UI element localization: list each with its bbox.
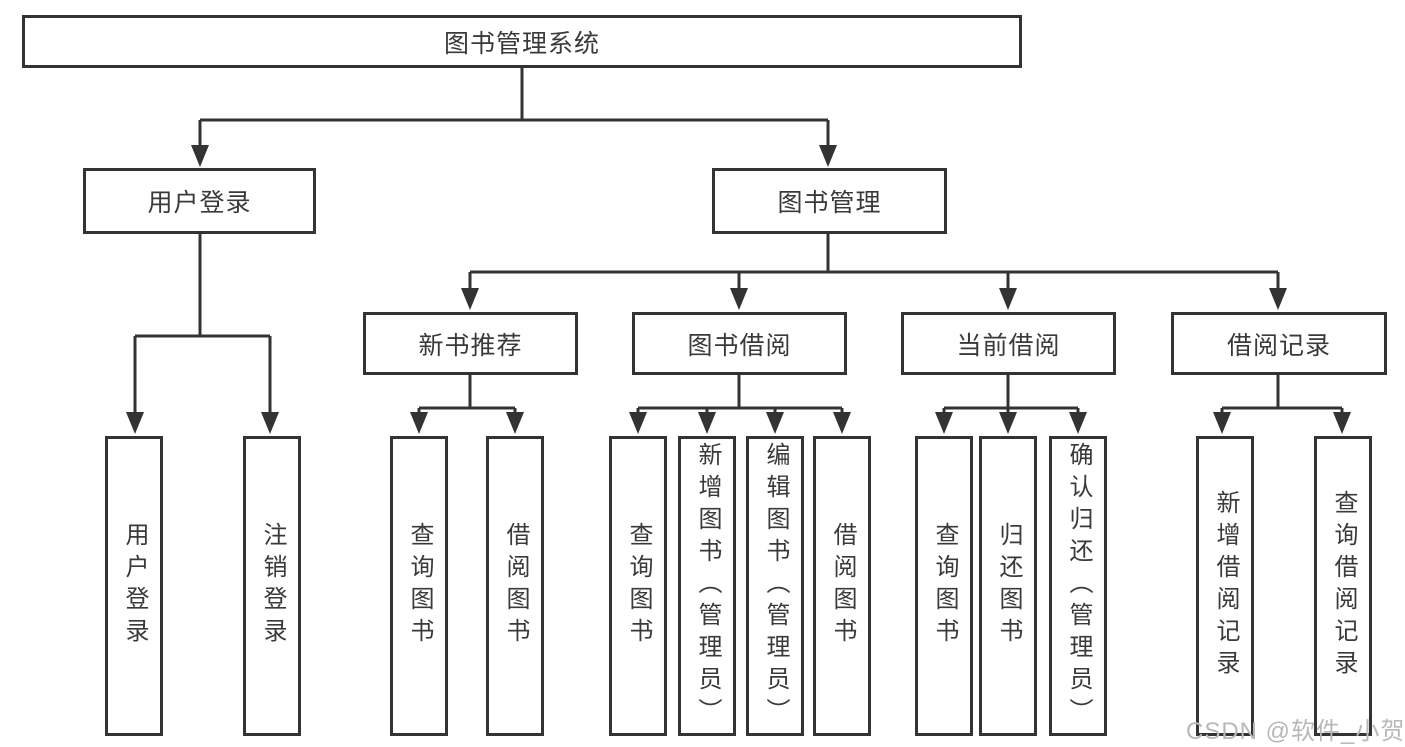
csdn-watermark: CSDN @软件_小贺同学 bbox=[1186, 718, 1405, 745]
leaf-logout-label: 注销登录 bbox=[259, 522, 286, 650]
leaf-query-borrow-record-label: 查询借阅记录 bbox=[1330, 490, 1357, 682]
leaf-query-books-borrow: 查询图书 bbox=[609, 436, 667, 736]
leaf-query-borrow-record: 查询借阅记录 bbox=[1314, 436, 1372, 736]
leaf-return-books: 归还图书 bbox=[979, 436, 1037, 736]
leaf-borrow-books-label: 借阅图书 bbox=[829, 522, 856, 650]
leaf-query-books-borrow-label: 查询图书 bbox=[625, 522, 652, 650]
leaf-add-borrow-record-label: 新增借阅记录 bbox=[1212, 490, 1239, 682]
node-user-login-label: 用户登录 bbox=[147, 189, 252, 217]
node-book-borrow-label: 图书借阅 bbox=[687, 331, 792, 360]
node-new-book-recommend: 新书推荐 bbox=[363, 312, 578, 375]
leaf-add-borrow-record: 新增借阅记录 bbox=[1196, 436, 1254, 736]
node-new-book-recommend-label: 新书推荐 bbox=[418, 331, 523, 360]
node-root-system: 图书管理系统 bbox=[22, 15, 1022, 68]
leaf-edit-book-admin-label: 编辑图书（管理员） bbox=[762, 442, 789, 730]
leaf-confirm-return-admin: 确认归还（管理员） bbox=[1049, 436, 1107, 736]
arrowheads bbox=[126, 145, 1351, 434]
node-current-borrow: 当前借阅 bbox=[901, 312, 1116, 375]
leaf-query-books-recommend: 查询图书 bbox=[390, 436, 448, 736]
node-root-system-label: 图书管理系统 bbox=[443, 29, 600, 58]
leaf-borrow-books-recommend-label: 借阅图书 bbox=[502, 522, 529, 650]
leaf-user-login: 用户登录 bbox=[105, 436, 163, 736]
leaf-query-books-current: 查询图书 bbox=[915, 436, 973, 736]
node-user-login: 用户登录 bbox=[83, 168, 316, 234]
node-book-management: 图书管理 bbox=[712, 168, 947, 234]
leaf-return-books-label: 归还图书 bbox=[995, 522, 1022, 650]
leaf-borrow-books: 借阅图书 bbox=[813, 436, 871, 736]
leaf-confirm-return-admin-label: 确认归还（管理员） bbox=[1065, 442, 1092, 730]
leaf-query-books-current-label: 查询图书 bbox=[931, 522, 958, 650]
leaf-add-book-admin-label: 新增图书（管理员） bbox=[694, 442, 721, 730]
leaf-edit-book-admin: 编辑图书（管理员） bbox=[746, 436, 804, 736]
leaf-query-books-recommend-label: 查询图书 bbox=[406, 522, 433, 650]
node-current-borrow-label: 当前借阅 bbox=[956, 331, 1061, 360]
node-book-borrow: 图书借阅 bbox=[632, 312, 847, 375]
node-borrow-records: 借阅记录 bbox=[1171, 312, 1387, 375]
leaf-logout: 注销登录 bbox=[243, 436, 301, 736]
leaf-user-login-label: 用户登录 bbox=[121, 522, 148, 650]
leaf-borrow-books-recommend: 借阅图书 bbox=[486, 436, 544, 736]
node-book-management-label: 图书管理 bbox=[777, 189, 882, 217]
leaf-add-book-admin: 新增图书（管理员） bbox=[678, 436, 736, 736]
node-borrow-records-label: 借阅记录 bbox=[1226, 331, 1331, 360]
